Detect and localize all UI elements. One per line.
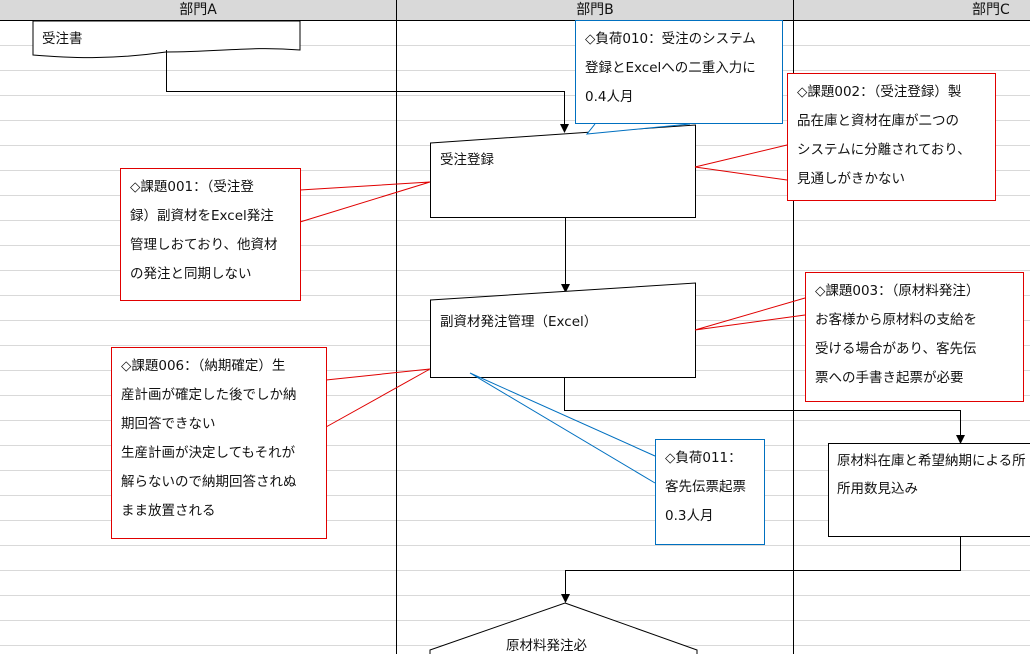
issue-callout-006[interactable]: ◇課題006：（納期確定）生産計画が確定した後でしか納期回答できない生産計画が決… bbox=[111, 347, 327, 539]
issue-callout-002[interactable]: ◇課題002：（受注登録）製品在庫と資材在庫が二つのシステムに分離されており、見… bbox=[787, 73, 996, 201]
sub-material-label: 副資材発注管理（Excel） bbox=[440, 314, 598, 330]
issue-callout-003[interactable]: ◇課題003：（原材料発注）お客様から原材料の支給を受ける場合があり、客先伝票へ… bbox=[805, 272, 1024, 402]
order-document-label: 受注書 bbox=[42, 31, 83, 47]
estimate-label: 原材料在庫と希望納期による所所用数見込み bbox=[837, 453, 1026, 497]
issue-callout-001[interactable]: ◇課題001：（受注登録）副資材をExcel発注管理しおており、他資材の発注と同… bbox=[120, 168, 301, 301]
decision-diamond bbox=[429, 602, 698, 654]
decision-label: 原材料発注必 bbox=[506, 638, 587, 654]
process-box bbox=[828, 443, 1030, 537]
order-entry-label: 受注登録 bbox=[440, 152, 494, 168]
manual-input-shape bbox=[430, 282, 696, 378]
